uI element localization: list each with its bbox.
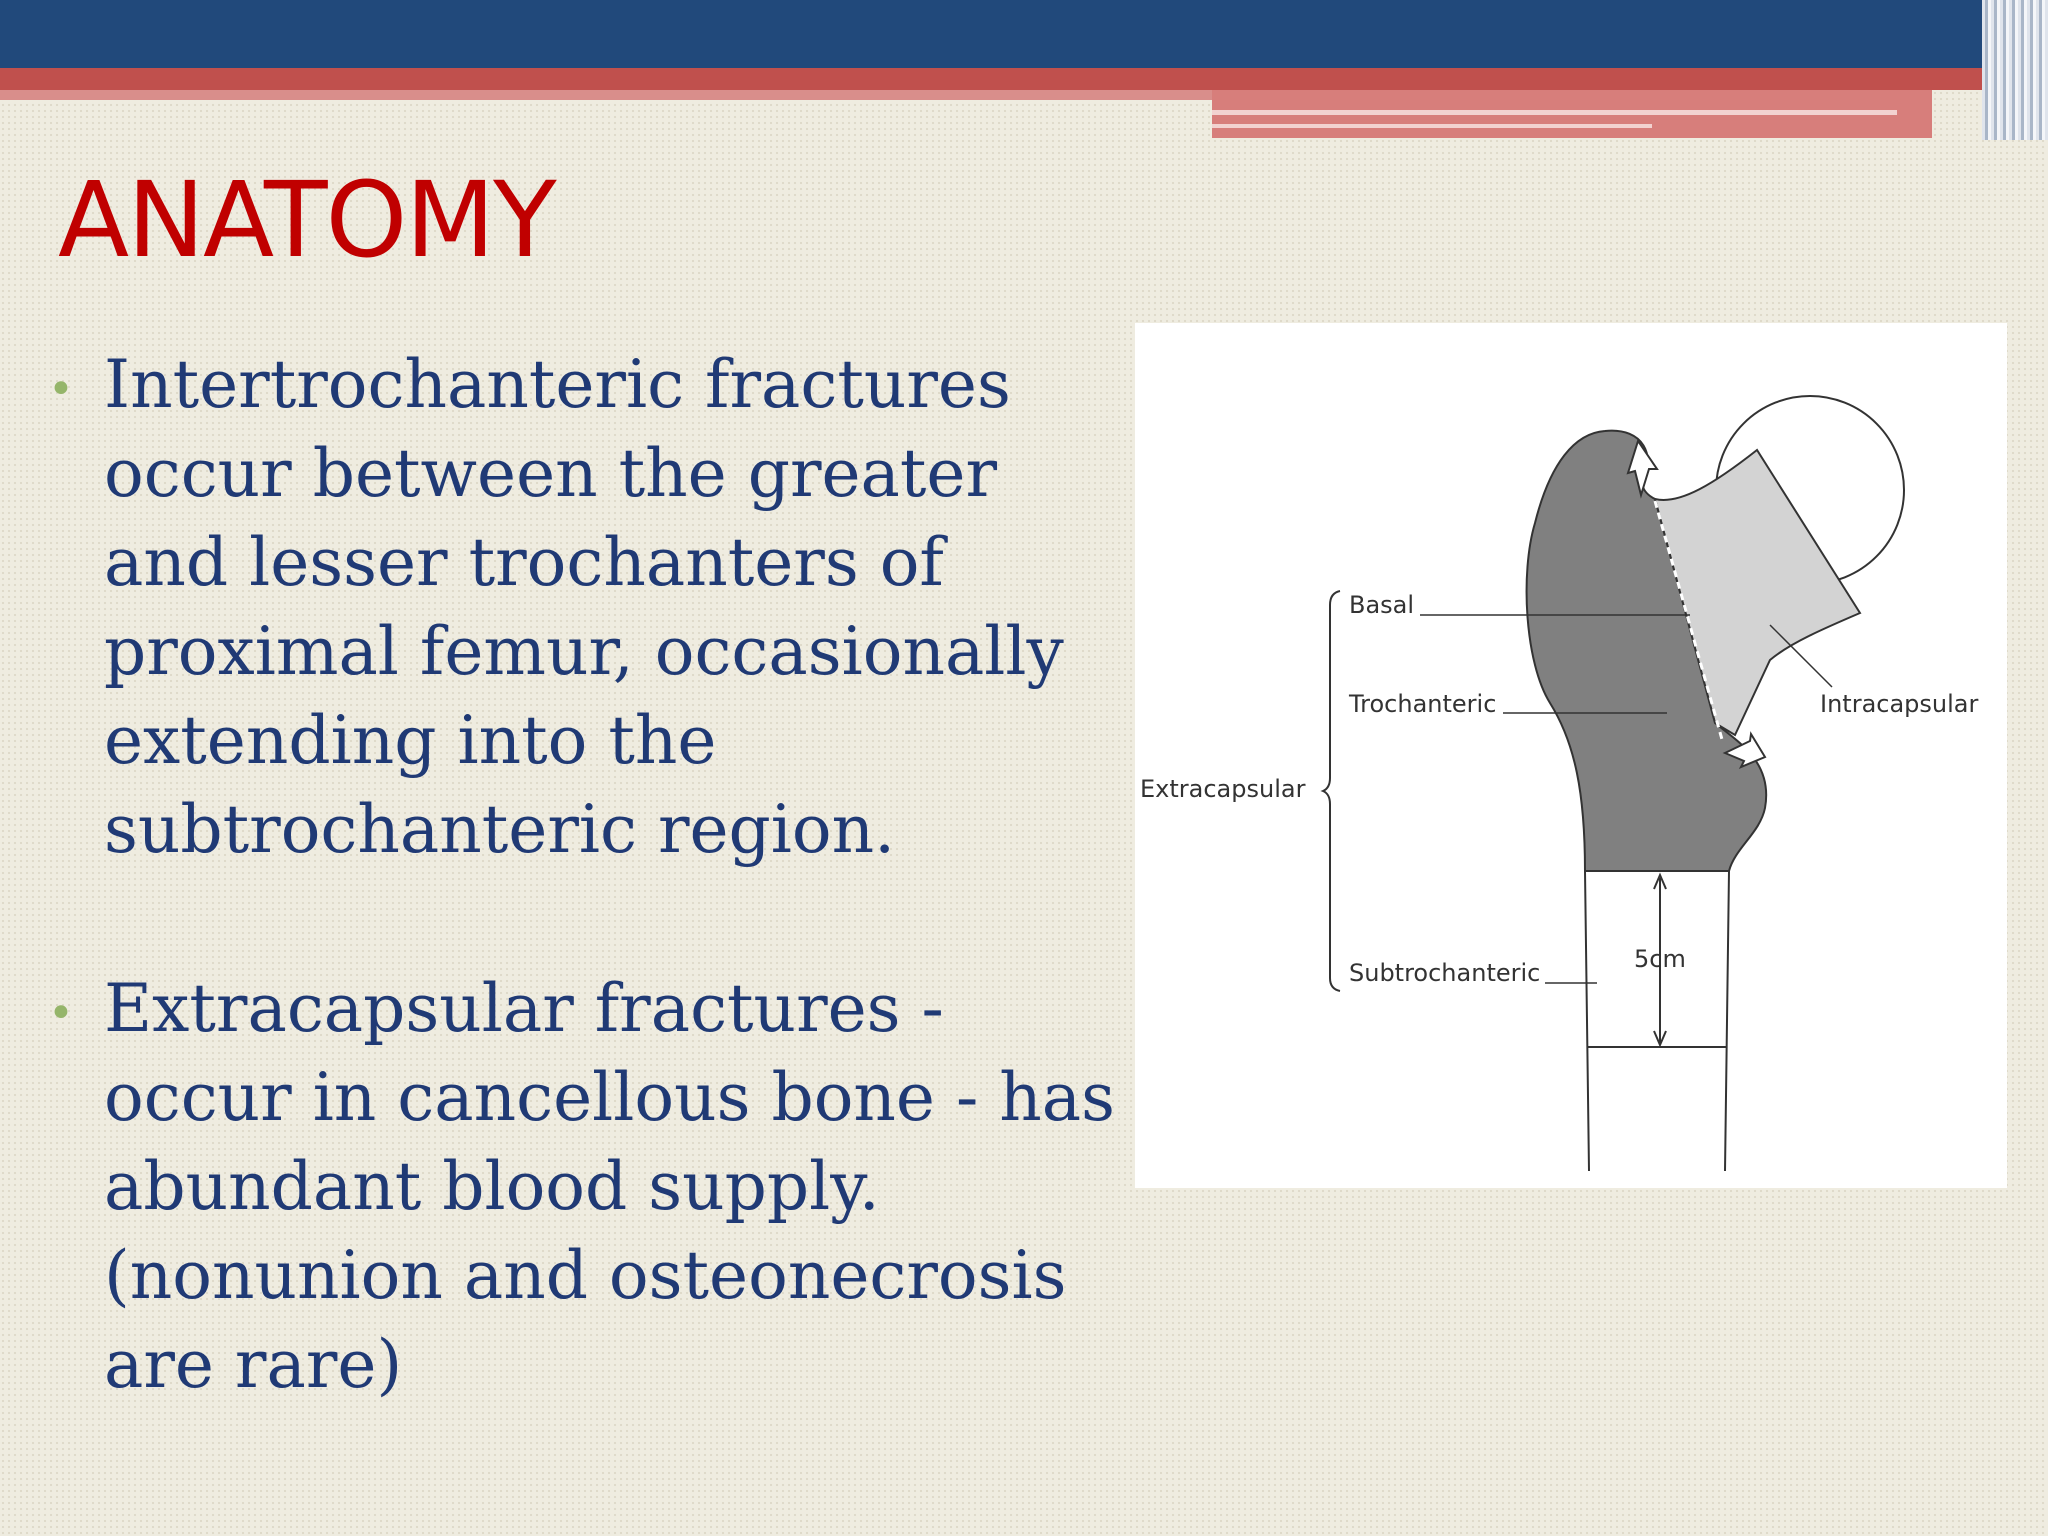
bullet-dot: •	[48, 988, 74, 1039]
label-trochanteric: Trochanteric	[1348, 690, 1496, 718]
extracapsular-region	[1525, 429, 1768, 872]
accent-stripe	[1212, 124, 1652, 128]
extracapsular-brace	[1320, 590, 1341, 992]
arrowhead-icon	[1653, 872, 1667, 890]
bullet-text: Extracapsular fractures - occur in cance…	[104, 970, 1115, 1403]
label-extracapsular: Extracapsular	[1140, 775, 1306, 803]
label-basal: Basal	[1349, 591, 1414, 619]
label-subtrochanteric: Subtrochanteric	[1349, 959, 1540, 987]
femur-shaft	[1584, 870, 1730, 1172]
arrow-icon	[1722, 731, 1767, 769]
bullet-item: • Extracapsular fractures - occur in can…	[40, 964, 1130, 1409]
slide-title: ANATOMY	[58, 159, 557, 281]
fracture-line	[1653, 500, 1725, 744]
intracapsular-region	[1653, 448, 1862, 737]
top-bar	[0, 0, 2048, 68]
leader-line-intracapsular	[1769, 624, 1833, 688]
bullet-item: • Intertrochanteric fractures occur betw…	[40, 340, 1130, 874]
bullet-text: Intertrochanteric fractures occur betwee…	[104, 346, 1064, 868]
accent-band	[0, 68, 2048, 90]
label-distance: 5cm	[1634, 945, 1686, 973]
accent-stripe	[1212, 110, 1897, 115]
arrow-icon	[1626, 438, 1659, 499]
arrowhead-icon	[1653, 1030, 1667, 1048]
bullet-list: • Intertrochanteric fractures occur betw…	[40, 340, 1130, 1409]
accent-band-thin	[0, 90, 1212, 100]
femur-diagram: Basal Trochanteric Intracapsular Extraca…	[1135, 323, 2007, 1188]
femur-diagram-svg: Basal Trochanteric Intracapsular Extraca…	[1140, 395, 1979, 1172]
label-intracapsular: Intracapsular	[1820, 690, 1979, 718]
bullet-dot: •	[48, 364, 74, 415]
corner-stripes	[1982, 0, 2048, 140]
